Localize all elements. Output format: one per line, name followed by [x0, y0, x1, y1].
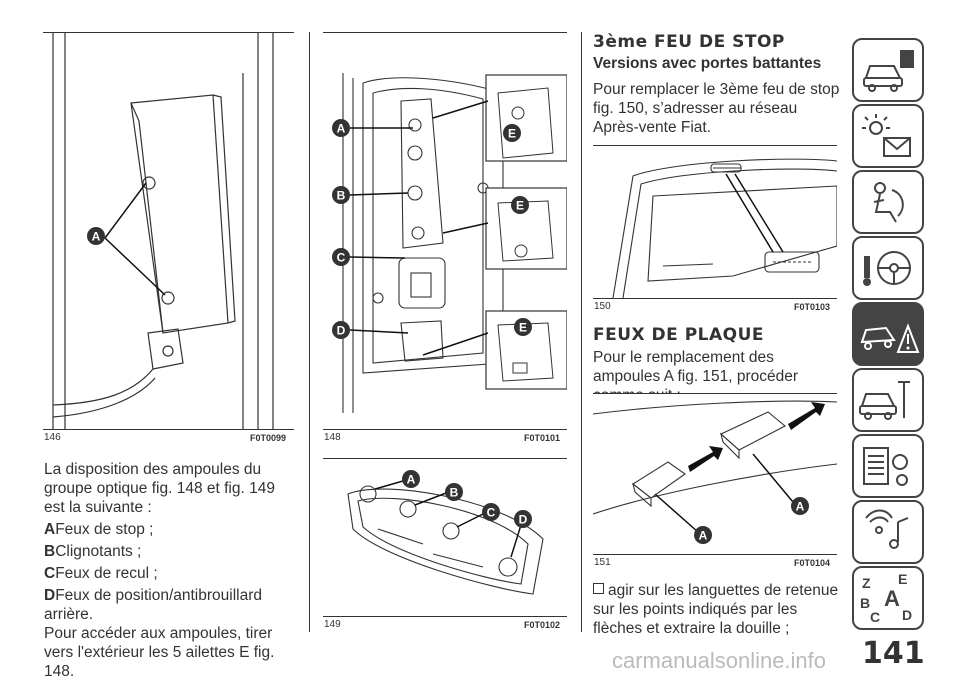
figure-149: A B C D [323, 458, 567, 617]
figure-149-code: F0T0102 [524, 620, 561, 630]
tab-multimedia[interactable] [852, 500, 924, 564]
index-letter-c: C [870, 609, 880, 625]
figure-148-number: 148 [324, 432, 341, 443]
callout-e: E [516, 199, 524, 213]
tab-warning-lights[interactable] [852, 104, 924, 168]
door-hinge-illustration: A [52, 33, 274, 429]
tab-maintenance[interactable] [852, 368, 924, 432]
list-item-a: AFeux de stop ; [44, 521, 154, 538]
callout-e: E [508, 127, 516, 141]
callout-a: A [699, 529, 708, 543]
callout-e: E [519, 321, 527, 335]
callout-a: A [92, 230, 101, 244]
page-number: 141 [862, 636, 925, 671]
column-divider-1 [309, 32, 310, 632]
index-letter-e: E [898, 571, 907, 587]
list-item-d: DFeux de position/antibrouillard arrière… [44, 587, 262, 623]
tab-emergency[interactable] [852, 302, 924, 366]
car-maintenance-icon [859, 381, 910, 420]
plate-light-illustration: A A [593, 400, 837, 544]
tail-light-cluster-illustration: A B C D E E E [332, 73, 567, 413]
list-item-c: CFeux de recul ; [44, 565, 158, 582]
figure-150-number: 150 [594, 301, 611, 312]
steering-key-icon [863, 251, 911, 286]
bullet-item-1: agir sur les languettes de retenue sur l… [593, 582, 839, 637]
figure-150-code: F0T0103 [794, 302, 831, 312]
tab-safety[interactable] [852, 170, 924, 234]
list-item-b: BClignotants ; [44, 543, 142, 560]
index-letter-d: D [902, 607, 912, 623]
callout-b: B [337, 189, 346, 203]
index-letter-b: B [860, 595, 870, 611]
warning-lights-icon [862, 114, 911, 157]
alphabetical-index-icon: Z E B A C D [860, 571, 912, 625]
figure-148: A B C D E E E [323, 32, 567, 430]
figure-149-number: 149 [324, 619, 341, 630]
figure-148-code: F0T0101 [524, 433, 561, 443]
callout-b: B [450, 486, 459, 500]
callout-a: A [796, 500, 805, 514]
figure-146: A [43, 32, 294, 430]
column-divider-2 [581, 32, 582, 632]
tab-dashboard[interactable] [852, 38, 924, 102]
callout-d: D [337, 324, 346, 338]
tab-specifications[interactable] [852, 434, 924, 498]
callout-c: C [487, 506, 496, 520]
outro-paragraph: Pour accéder aux ampoules, tirer vers l'… [44, 625, 275, 680]
figure-151: A A [593, 393, 837, 555]
callout-a: A [337, 122, 346, 136]
watermark: carmanualsonline.info [612, 648, 827, 673]
callout-c: C [337, 251, 346, 265]
intro-paragraph: La disposition des ampoules du groupe op… [44, 461, 275, 516]
rear-door-illustration [612, 158, 837, 298]
column1-text: La disposition des ampoules du groupe op… [44, 460, 296, 681]
figure-150 [593, 145, 837, 299]
paragraph-third-brake-light: Pour remplacer le 3ème feu de stop fig. … [593, 81, 840, 136]
figure-151-code: F0T0104 [794, 558, 831, 568]
car-dashboard-icon [863, 50, 914, 92]
figure-151-number: 151 [594, 557, 611, 568]
heading-licence-plate-lights: FEUX DE PLAQUE [593, 325, 765, 345]
specs-gear-icon [863, 447, 908, 486]
callout-a: A [407, 473, 416, 487]
figure-146-code: F0T0099 [250, 433, 287, 443]
index-letter-z: Z [862, 575, 871, 591]
subheading-swing-doors: Versions avec portes battantes [593, 55, 822, 72]
tab-starting-driving[interactable] [852, 236, 924, 300]
bulb-holder-illustration: A B C D [347, 470, 544, 595]
callout-d: D [519, 513, 528, 527]
index-letter-a: A [884, 586, 900, 611]
heading-third-brake-light: 3ème FEU DE STOP [593, 32, 785, 52]
tab-index[interactable]: Z E B A C D [852, 566, 924, 630]
checkbox-bullet-icon [593, 583, 604, 594]
airbag-seat-icon [873, 182, 904, 223]
multimedia-icon [865, 509, 909, 549]
figure-146-number: 146 [44, 432, 61, 443]
emergency-car-icon [860, 323, 920, 353]
